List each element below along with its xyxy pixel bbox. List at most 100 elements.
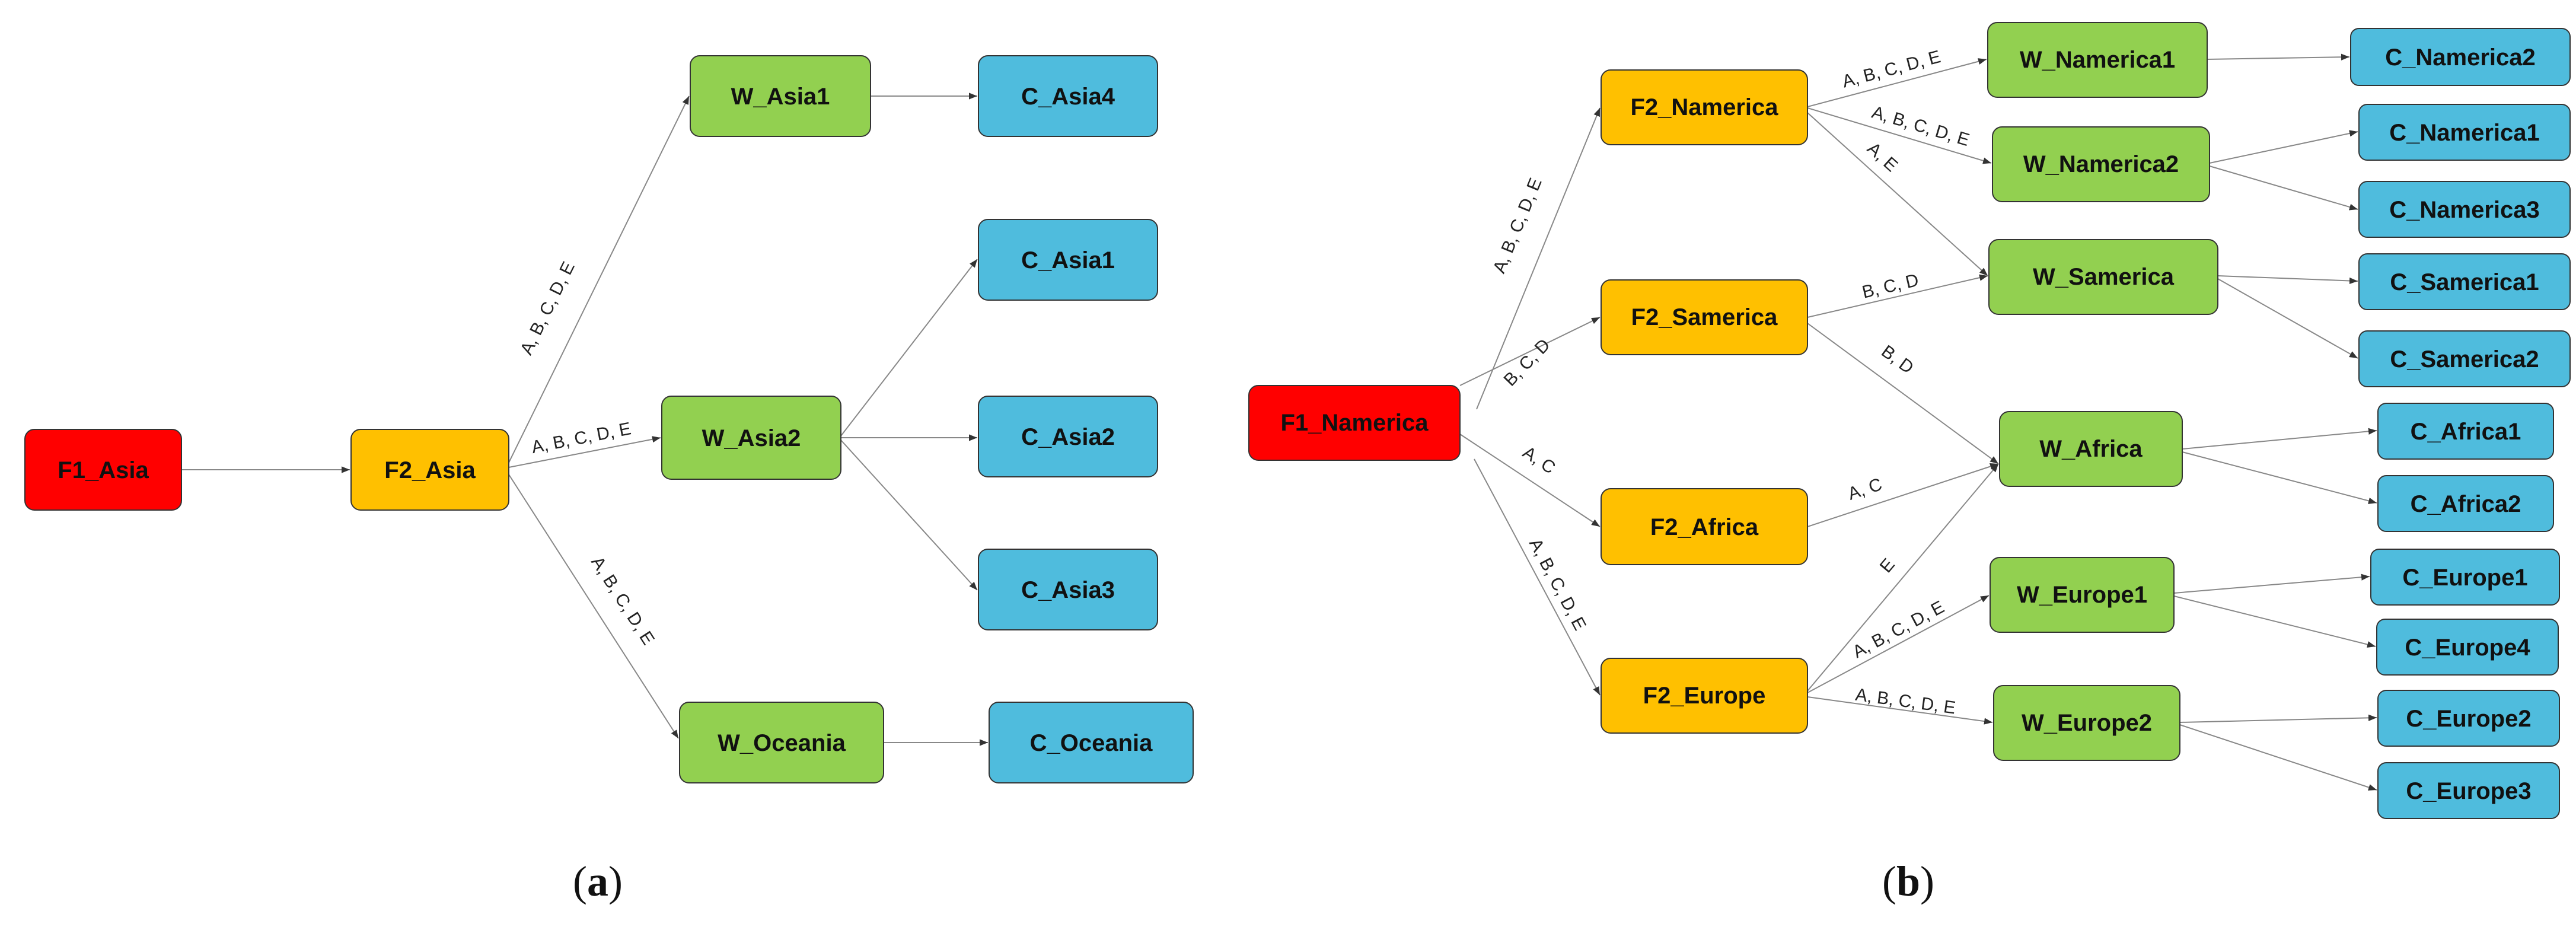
node-f1-namerica: F1_Namerica xyxy=(1248,385,1461,461)
edge-w-namerica2-c-namerica3 xyxy=(2209,165,2358,211)
node-label: F2_Europe xyxy=(1643,683,1766,709)
edge-w-namerica2-c-namerica1 xyxy=(2209,130,2358,164)
node-f2-asia: F2_Asia xyxy=(350,429,509,511)
node-label: C_Asia2 xyxy=(1021,424,1115,450)
node-c-namerica2: C_Namerica2 xyxy=(2350,28,2571,86)
node-label: C_Namerica3 xyxy=(2389,197,2540,223)
node-label: C_Samerica2 xyxy=(2390,346,2539,372)
caption-letter: b xyxy=(1896,858,1920,905)
node-c-africa2: C_Africa2 xyxy=(2377,475,2554,532)
edge-label-f2na-w-namerica2: A, B, C, D, E xyxy=(1870,103,1972,150)
node-label: W_Namerica2 xyxy=(2023,151,2179,177)
node-label: F2_Samerica xyxy=(1631,304,1778,330)
node-label: C_Oceania xyxy=(1030,730,1153,756)
node-label: C_Europe1 xyxy=(2402,565,2527,591)
svg-text:(b): (b) xyxy=(1882,858,1934,905)
edge-w-europe1-c-europe4 xyxy=(2173,595,2376,648)
node-c-samerica1: C_Samerica1 xyxy=(2358,253,2571,310)
node-label: C_Asia4 xyxy=(1021,84,1115,110)
node-c-africa1: C_Africa1 xyxy=(2377,403,2554,460)
edge-label-f1-f2-europe: A, B, C, D, E xyxy=(1525,536,1590,634)
edge-f2af-w-africa xyxy=(1807,463,1999,527)
node-c-asia1: C_Asia1 xyxy=(978,219,1158,301)
node-f2-namerica: F2_Namerica xyxy=(1601,69,1808,145)
node-label: C_Asia3 xyxy=(1021,577,1115,603)
node-c-namerica1: C_Namerica1 xyxy=(2358,104,2571,161)
edge-f2-w-asia2 xyxy=(508,436,661,468)
node-f2-samerica: F2_Samerica xyxy=(1601,279,1808,355)
node-label: W_Samerica xyxy=(2033,264,2175,290)
panel-b: A, B, C, D, E B, C, D A, C A, B, C, D, E… xyxy=(1248,22,2571,905)
caption-a: (a) xyxy=(573,858,623,905)
node-label: C_Africa1 xyxy=(2411,419,2521,445)
edge-label-f2-w-oceania: A, B, C, D, E xyxy=(587,553,658,648)
node-c-namerica3: C_Namerica3 xyxy=(2358,181,2571,238)
node-w-namerica1: W_Namerica1 xyxy=(1987,22,2208,98)
node-f2-europe: F2_Europe xyxy=(1601,658,1808,734)
node-c-europe3: C_Europe3 xyxy=(2377,762,2560,819)
edge-f2eu-w-europe1 xyxy=(1807,595,1990,693)
node-w-europe2: W_Europe2 xyxy=(1993,685,2180,761)
node-label: C_Namerica1 xyxy=(2389,120,2540,146)
node-w-asia2: W_Asia2 xyxy=(661,396,841,480)
edge-f2na-w-samerica xyxy=(1807,112,1988,276)
node-c-samerica2: C_Samerica2 xyxy=(2358,330,2571,387)
edge-f1-f2-samerica xyxy=(1459,317,1601,386)
edge-f1-f2-africa xyxy=(1459,434,1601,527)
node-label: W_Africa xyxy=(2039,436,2143,462)
edge-w-samerica-c-samerica1 xyxy=(2217,275,2358,285)
panel-b-edges xyxy=(1459,53,2377,791)
edge-f2na-w-namerica1 xyxy=(1807,58,1987,107)
edge-f2eu-w-africa xyxy=(1807,463,1999,692)
edge-label-f2eu-w-europe1: A, B, C, D, E xyxy=(1850,597,1947,662)
node-label: W_Asia2 xyxy=(702,425,801,451)
node-label: F1_Asia xyxy=(58,457,149,483)
caption-b: (b) xyxy=(1882,858,1934,905)
node-label: C_Samerica1 xyxy=(2390,269,2539,295)
node-label: W_Europe2 xyxy=(2022,710,2152,736)
edge-label-f2eu-w-africa: E xyxy=(1876,555,1899,577)
node-w-namerica2: W_Namerica2 xyxy=(1992,126,2210,202)
node-c-asia2: C_Asia2 xyxy=(978,396,1158,477)
node-label: F2_Africa xyxy=(1650,514,1759,540)
edge-label-f2af-w-africa: A, C xyxy=(1845,474,1885,504)
node-c-europe1: C_Europe1 xyxy=(2370,549,2560,606)
node-c-europe4: C_Europe4 xyxy=(2376,619,2559,676)
node-c-europe2: C_Europe2 xyxy=(2377,690,2560,747)
node-label: C_Asia1 xyxy=(1021,247,1115,273)
edge-w-europe2-c-europe3 xyxy=(2179,724,2377,791)
node-c-oceania: C_Oceania xyxy=(989,702,1194,783)
edge-label-f1-f2-africa: A, C xyxy=(1519,442,1559,478)
node-label: F2_Namerica xyxy=(1630,94,1778,120)
edge-label-f2eu-w-europe2: A, B, C, D, E xyxy=(1854,685,1957,718)
edge-label-f2sa-w-samerica: B, C, D xyxy=(1860,270,1921,302)
edge-label-f2-w-asia2: A, B, C, D, E xyxy=(530,419,633,457)
panel-a-edges xyxy=(181,93,988,746)
edge-f1-f2-namerica xyxy=(1476,107,1601,410)
edge-w-africa-c-africa1 xyxy=(2182,428,2377,450)
node-label: W_Asia1 xyxy=(731,84,830,110)
node-label: C_Europe4 xyxy=(2405,635,2530,661)
node-label: W_Oceania xyxy=(718,730,846,756)
svg-text:(a): (a) xyxy=(573,858,623,905)
node-label: W_Namerica1 xyxy=(2020,47,2175,73)
edge-f2na-w-namerica2 xyxy=(1807,107,1992,164)
edge-w-europe1-c-europe1 xyxy=(2173,574,2370,594)
edge-f2sa-w-africa xyxy=(1807,323,1999,464)
caption-letter: a xyxy=(587,858,608,905)
edge-w-samerica-c-samerica2 xyxy=(2217,278,2358,359)
node-f1-asia: F1_Asia xyxy=(24,429,182,511)
edge-f2-w-oceania xyxy=(508,474,679,739)
edge-w-africa-c-africa2 xyxy=(2182,451,2377,504)
node-label: C_Africa2 xyxy=(2411,491,2521,517)
node-f2-africa: F2_Africa xyxy=(1601,488,1808,565)
edge-f1-f2-europe xyxy=(1474,458,1601,696)
edge-w-asia2-c-asia1 xyxy=(840,259,978,437)
edge-w-europe2-c-europe2 xyxy=(2179,714,2377,723)
node-label: C_Namerica2 xyxy=(2385,44,2536,71)
edge-w-namerica1-c-namerica2 xyxy=(2207,53,2350,60)
node-label: C_Europe3 xyxy=(2406,778,2531,804)
panel-a: A, B, C, D, E A, B, C, D, E A, B, C, D, … xyxy=(24,55,1194,905)
node-w-europe1: W_Europe1 xyxy=(1990,557,2175,633)
